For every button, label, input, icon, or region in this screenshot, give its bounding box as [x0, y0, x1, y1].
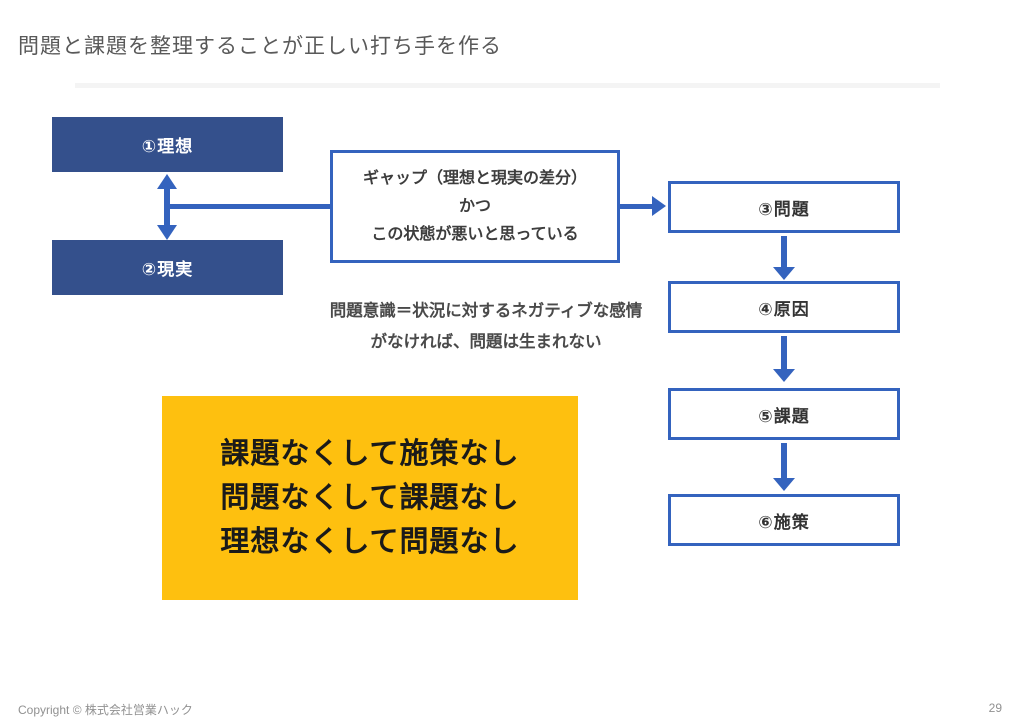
action-box: ⑥施策	[668, 494, 900, 546]
title-divider	[75, 83, 940, 88]
page-title: 問題と課題を整理することが正しい打ち手を作る	[18, 35, 502, 58]
down-arrow-head	[773, 478, 795, 491]
awareness-note-line1: 問題意識＝状況に対するネガティブな感情	[329, 302, 643, 320]
down-arrow-head	[773, 267, 795, 280]
right-arrow-shaft	[620, 204, 653, 209]
gap-box-line1: ギャップ（理想と現実の差分）	[362, 169, 587, 187]
down-arrow-head	[773, 369, 795, 382]
highlight-line3: 理想なくして問題なし	[220, 526, 520, 558]
gap-connector-line	[166, 204, 330, 209]
awareness-note: 問題意識＝状況に対するネガティブな感情 がなければ、問題は生まれない	[270, 296, 702, 358]
ideal-box: ①理想	[52, 117, 283, 172]
down-arrow-shaft	[781, 236, 787, 268]
down-arrow-shaft	[781, 336, 787, 370]
highlight-line2: 問題なくして課題なし	[220, 482, 520, 514]
highlight-box: 課題なくして施策なし 問題なくして課題なし 理想なくして問題なし	[162, 396, 578, 600]
down-arrow-shaft	[781, 443, 787, 479]
gap-box-line3: この状態が悪いと思っている	[371, 225, 579, 243]
cause-box: ④原因	[668, 281, 900, 333]
reality-box: ②現実	[52, 240, 283, 295]
gap-box-line2: かつ	[458, 197, 491, 215]
down-arrow-icon	[773, 236, 795, 280]
right-arrow-icon	[652, 196, 666, 216]
down-arrow-icon	[773, 336, 795, 382]
issue-box: ⑤課題	[668, 388, 900, 440]
down-arrow-icon	[773, 443, 795, 491]
problem-box: ③問題	[668, 181, 900, 233]
gap-box: ギャップ（理想と現実の差分） かつ この状態が悪いと思っている	[330, 150, 620, 263]
awareness-note-line2: がなければ、問題は生まれない	[370, 333, 602, 351]
page-number: 29	[988, 701, 1002, 715]
footer-copyright: Copyright © 株式会社営業ハック	[18, 703, 193, 717]
highlight-line1: 課題なくして施策なし	[220, 438, 520, 470]
